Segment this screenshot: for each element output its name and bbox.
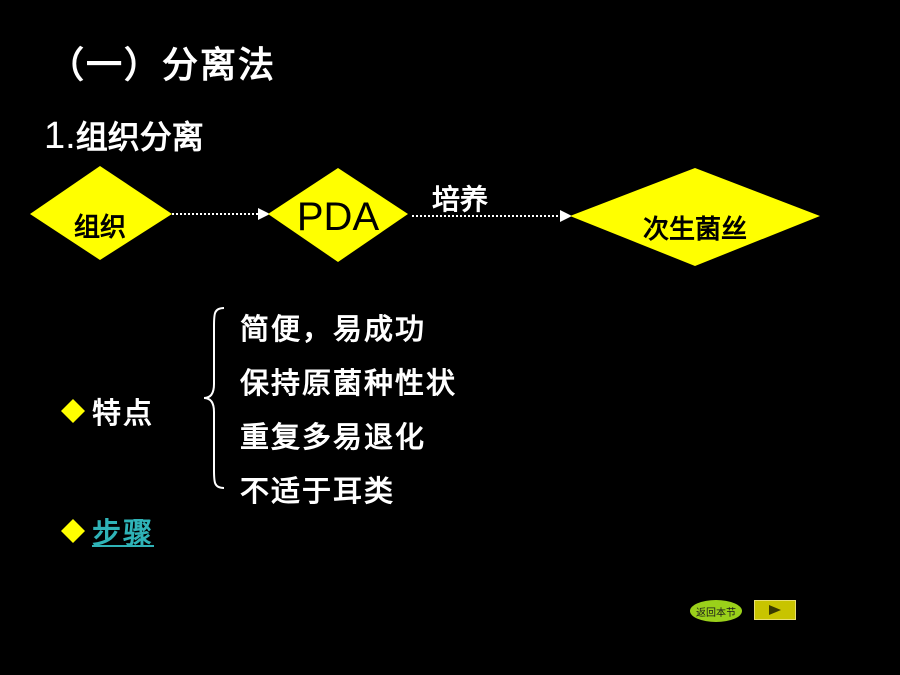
return-section-label: 返回本节 [696, 607, 736, 619]
diamond-bullet-icon [61, 519, 85, 543]
play-arrow-icon [769, 605, 781, 615]
slide-subheading: 1.组织分离 [44, 112, 204, 158]
arrow-label: 培养 [432, 183, 489, 216]
feature-item: 不适于耳类 [240, 474, 396, 508]
next-button[interactable] [754, 600, 796, 620]
flow-diagram: 组织 PDA 次生菌丝 [30, 166, 820, 266]
flow-node-tissue: 组织 [30, 166, 172, 260]
feature-item: 保持原菌种性状 [240, 366, 458, 400]
features-label: 特点 [92, 396, 155, 430]
return-section-button[interactable]: 返回本节 [690, 600, 742, 622]
flow-node-label: PDA [297, 195, 380, 239]
subheading-text: 组织分离 [75, 118, 204, 156]
flow-node-secondary-hyphae: 次生菌丝 [570, 168, 820, 266]
arrow-head-icon [258, 208, 270, 220]
slide-heading: （一）分离法 [48, 45, 277, 86]
feature-item: 重复多易退化 [240, 420, 427, 454]
flow-node-pda: PDA [268, 168, 408, 262]
subheading-number: 1. [44, 115, 76, 157]
features-row: 特点 [60, 390, 154, 432]
flow-node-label: 次生菌丝 [643, 215, 747, 245]
arrow-head-icon [560, 210, 572, 222]
steps-link[interactable]: 步骤 [92, 516, 155, 550]
feature-item: 简便，易成功 [240, 312, 427, 346]
left-brace-icon [203, 307, 225, 489]
features-list: 简便，易成功 保持原菌种性状 重复多易退化 不适于耳类 [240, 302, 457, 518]
flow-node-label: 组织 [74, 212, 126, 243]
steps-row: 步骤 [60, 510, 154, 552]
diamond-bullet-icon [61, 399, 85, 423]
